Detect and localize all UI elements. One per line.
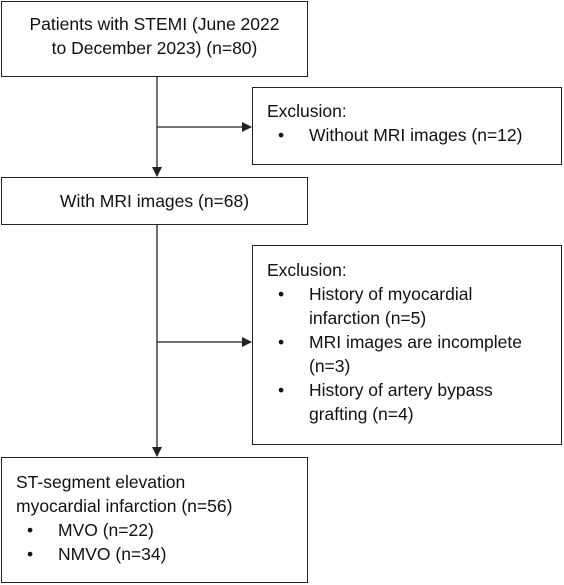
- list-item-text: (n=3): [309, 356, 351, 376]
- bullet-icon: •: [278, 125, 285, 145]
- list-item-text: History of artery bypass: [309, 380, 493, 400]
- box-with-mri-images: With MRI images (n=68): [1, 177, 308, 225]
- list-item: • MRI images are incomplete (n=3): [267, 330, 561, 378]
- bullet-icon: •: [278, 284, 285, 304]
- exclusion-heading: Exclusion:: [267, 101, 347, 121]
- list-item-text: grafting (n=4): [309, 404, 414, 424]
- cohort-group-list: • MVO (n=22) • NMVO (n=34): [16, 518, 307, 566]
- list-item-text: Without MRI images (n=12): [309, 125, 523, 145]
- box-exclusion-1: Exclusion: • Without MRI images (n=12): [252, 87, 562, 165]
- list-item: • History of artery bypass grafting (n=4…: [267, 378, 561, 426]
- bullet-icon: •: [278, 332, 285, 352]
- exclusion-list: • Without MRI images (n=12): [267, 123, 561, 147]
- list-item-text: NMVO (n=34): [58, 544, 167, 564]
- bullet-icon: •: [278, 380, 285, 400]
- bullet-icon: •: [27, 520, 34, 540]
- exclusion-heading: Exclusion:: [267, 260, 347, 280]
- box-stemi-cohort: ST-segment elevation myocardial infarcti…: [1, 457, 308, 583]
- list-item-text: infarction (n=5): [309, 308, 427, 328]
- cohort-heading: ST-segment elevation: [16, 472, 186, 492]
- box-exclusion-2: Exclusion: • History of myocardial infar…: [252, 245, 562, 445]
- box-patients-with-stemi: Patients with STEMI (June 2022 to Decemb…: [1, 1, 308, 77]
- cohort-heading: myocardial infarction (n=56): [16, 496, 233, 516]
- exclusion-list: • History of myocardial infarction (n=5)…: [267, 282, 561, 426]
- list-item: • Without MRI images (n=12): [267, 123, 561, 147]
- list-item-text: MVO (n=22): [58, 520, 154, 540]
- list-item: • History of myocardial infarction (n=5): [267, 282, 561, 330]
- list-item-text: MRI images are incomplete: [309, 332, 522, 352]
- bullet-icon: •: [27, 544, 34, 564]
- list-item: • NMVO (n=34): [16, 542, 307, 566]
- box-line: Patients with STEMI (June 2022: [29, 14, 280, 34]
- list-item-text: History of myocardial: [309, 284, 473, 304]
- box-line: With MRI images (n=68): [59, 191, 250, 211]
- list-item: • MVO (n=22): [16, 518, 307, 542]
- box-line: to December 2023) (n=80): [51, 38, 258, 58]
